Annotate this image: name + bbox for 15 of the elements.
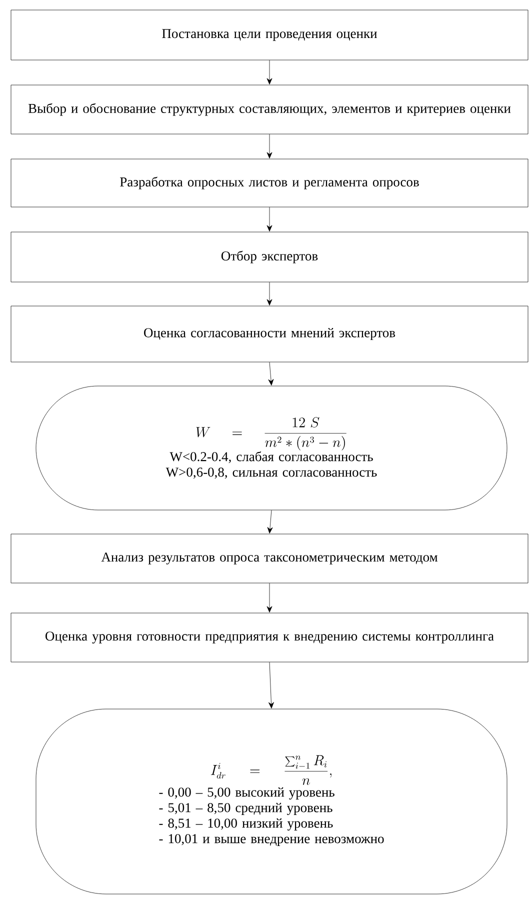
arrow (268, 362, 274, 386)
arrow (267, 510, 273, 534)
process-box: Анализ результатов опроса таксонометрическим методом (10, 534, 528, 584)
process-box: Оценка согласованности мнений экспертов (10, 306, 528, 362)
process-box: Оценка уровня готовности предприятия к внедрению системы контроллинга (10, 612, 528, 662)
process-box: Разработка опросных листов и регламента опросов (10, 158, 528, 208)
arrow (266, 134, 272, 158)
process-box: Выбор и обоснование структурных составляющих, элементов и критериев оценки (10, 84, 528, 134)
process-box: Постановка цели проведения оценки (10, 10, 528, 60)
arrow (266, 207, 272, 232)
arrow (266, 583, 272, 612)
arrow (266, 282, 272, 306)
arrow (268, 662, 274, 708)
process-box: Отбор экспертов (10, 232, 528, 282)
arrow (266, 60, 272, 84)
